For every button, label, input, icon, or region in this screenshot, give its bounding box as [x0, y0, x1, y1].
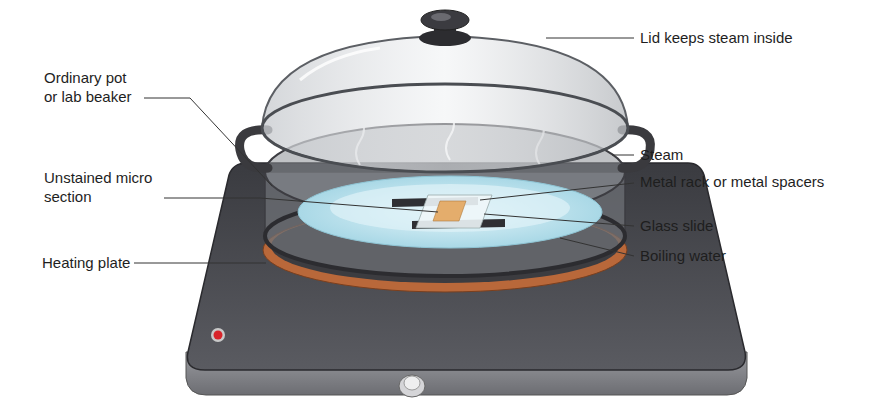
callout-label: Boiling water: [640, 247, 726, 266]
callout-label: Ordinary pot or lab beaker: [44, 69, 138, 107]
rack-and-slide: [392, 195, 505, 229]
callout-label: Glass slide: [640, 217, 713, 236]
callout-label: Steam: [640, 146, 683, 165]
leader-lines: [134, 38, 634, 263]
callout-label: Metal rack or metal spacers: [640, 173, 824, 192]
callout-label: Heating plate: [42, 254, 130, 273]
glass-lid: [262, 10, 628, 172]
callout-label: Lid keeps steam inside: [640, 29, 793, 48]
heating-plate: [186, 163, 747, 397]
callout-label: Unstained micro section: [44, 169, 162, 207]
